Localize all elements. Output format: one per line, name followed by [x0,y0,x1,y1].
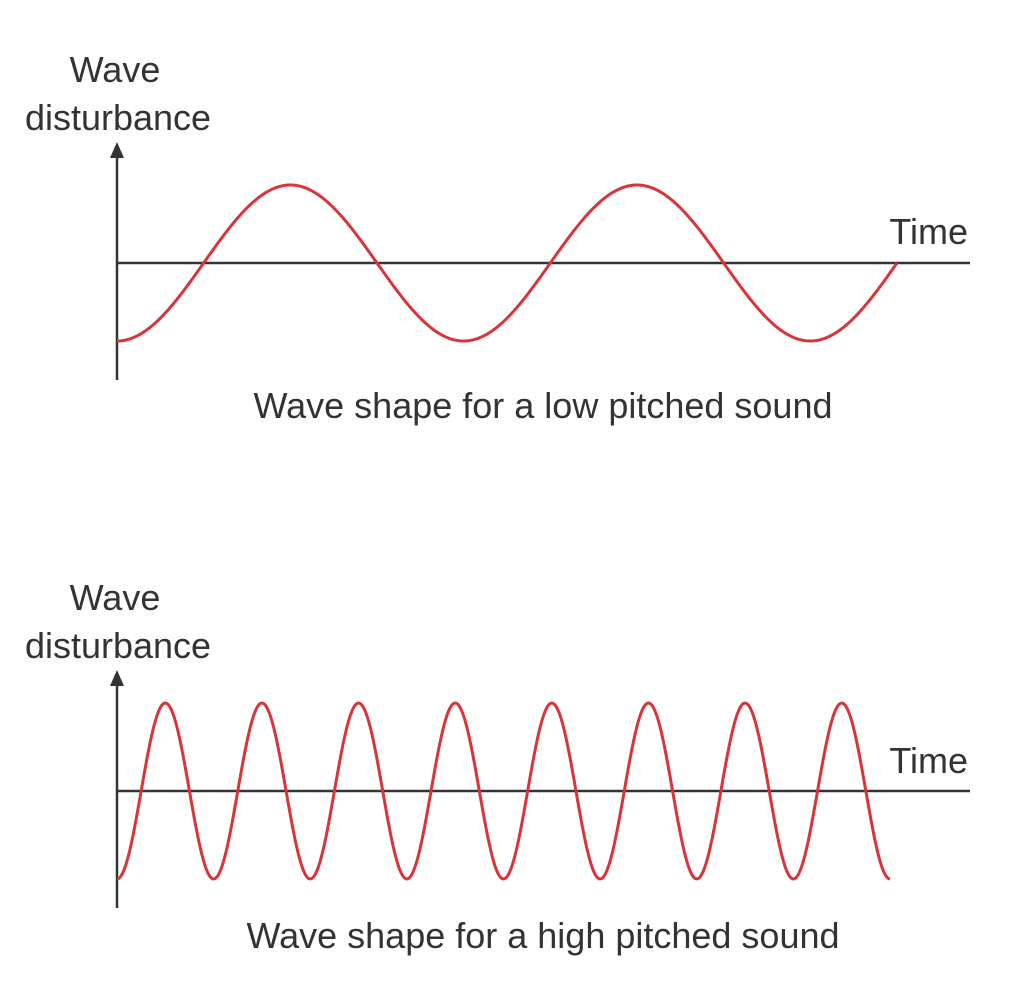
panel-low-pitch: Wave disturbance Time Wave shape for a l… [25,49,970,426]
y-axis-label-line2: disturbance [25,625,211,666]
y-axis-label-line2: disturbance [25,97,211,138]
y-axis-arrowhead [110,670,124,686]
wave-curve-high-pitch [116,701,891,881]
caption-high-pitch: Wave shape for a high pitched sound [246,915,839,956]
y-axis-label-line1: Wave [70,577,161,618]
x-axis-label: Time [889,740,968,781]
y-axis-label-line1: Wave [70,49,161,90]
caption-low-pitch: Wave shape for a low pitched sound [253,385,832,426]
wave-curve-low-pitch [116,183,899,343]
panel-high-pitch: Wave disturbance Time Wave shape for a h… [25,577,970,956]
y-axis-arrowhead [110,142,124,158]
x-axis-label: Time [889,211,968,252]
